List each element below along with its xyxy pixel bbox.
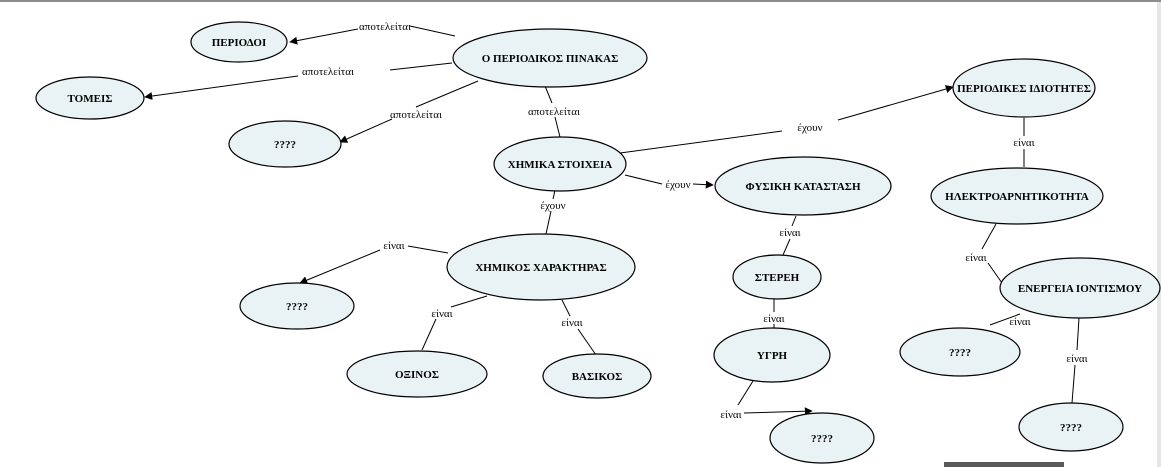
- edge-table-label-elements: [544, 85, 553, 104]
- link-label-consists-of: αποτελείται: [390, 109, 442, 121]
- node-basic[interactable]: ΒΑΣΙΚΟΣ: [542, 353, 652, 399]
- node-chemical-character[interactable]: ΧΗΜΙΚΟΣ ΧΑΡΑΚΤΗΡΑΣ: [446, 233, 636, 301]
- edge-liquid-label-unknown4: [737, 380, 754, 406]
- edge-label-sectors-arrow: [144, 75, 299, 100]
- node-liquid[interactable]: ΥΓΡΗ: [713, 327, 831, 383]
- node-chemical-elements[interactable]: ΧΗΜΙΚΑ ΣΤΟΙΧΕΙΑ: [493, 136, 627, 192]
- node-periods[interactable]: ΠΕΡΙΟΔΟΙ: [190, 21, 288, 63]
- link-label-is: είναι: [965, 252, 986, 264]
- node-label: ΕΝΕΡΓΕΙΑ ΙΟΝΤΙΣΜΟΥ: [1018, 283, 1142, 295]
- right-edge-scrollbar[interactable]: [1157, 2, 1161, 467]
- edge-label-periods-arrow: [289, 28, 359, 45]
- window-top-border: [0, 0, 1161, 2]
- link-label-have: έχουν: [540, 200, 565, 212]
- link-label-is: είναι: [383, 240, 404, 252]
- node-solid[interactable]: ΣΤΕΡΕΗ: [732, 254, 822, 300]
- edge-character-label-basic: [561, 299, 571, 317]
- link-label-is: είναι: [1009, 316, 1030, 328]
- link-label-have: έχουν: [665, 179, 690, 191]
- node-unknown-4[interactable]: ????: [769, 412, 875, 464]
- node-physical-state[interactable]: ΦΥΣΙΚΗ ΚΑΤΑΣΤΑΣΗ: [714, 156, 892, 216]
- node-label: ΠΕΡΙΟΔΟΙ: [212, 37, 267, 49]
- edge-table-label-unknown1: [415, 80, 479, 108]
- edge-label-state-arrow: [692, 180, 714, 189]
- edge-label-elements: [554, 116, 561, 138]
- link-label-have: έχουν: [797, 122, 822, 134]
- node-label: ΧΗΜΙΚΟΣ ΧΑΡΑΚΤΗΡΑΣ: [475, 262, 606, 274]
- link-labels: αποτελείται αποτελείται αποτελείται αποτ…: [302, 21, 1088, 421]
- edge-label-properties-arrow: [837, 85, 954, 121]
- link-label-consists-of: αποτελείται: [528, 106, 580, 118]
- node-unknown-5[interactable]: ????: [1018, 402, 1124, 452]
- node-label: ????: [811, 433, 833, 445]
- edge-label-unknown1-arrow: [339, 118, 393, 143]
- edge-label-ionization: [987, 262, 1003, 284]
- edge-elements-label-state: [624, 174, 663, 185]
- edge-ionization-label-unknown3: [989, 313, 1021, 326]
- edge-elements-label-properties: [619, 130, 783, 154]
- link-label-consists-of: αποτελείται: [302, 66, 354, 78]
- node-acidic[interactable]: ΟΞΙΝΟΣ: [346, 350, 488, 398]
- node-sectors[interactable]: ΤΟΜΕΙΣ: [35, 76, 145, 120]
- edge-label-character: [545, 210, 552, 235]
- node-periodic-properties[interactable]: ΠΕΡΙΟΔΙΚΕΣ ΙΔΙΟΤΗΤΕΣ: [952, 58, 1096, 118]
- edge-ionization-label-unknown5: [1076, 317, 1080, 351]
- node-label: ΒΑΣΙΚΟΣ: [572, 371, 623, 383]
- node-label: ΥΓΡΗ: [757, 350, 788, 362]
- edge-label-unknown5: [1071, 364, 1076, 404]
- node-label: ????: [286, 301, 308, 313]
- node-label: ΤΟΜΕΙΣ: [68, 93, 113, 105]
- link-label-is: είναι: [763, 313, 784, 325]
- node-label: ΠΕΡΙΟΔΙΚΕΣ ΙΔΙΟΤΗΤΕΣ: [957, 83, 1091, 95]
- link-label-is: είναι: [431, 308, 452, 320]
- edge-character-label-unknown2: [407, 245, 449, 254]
- edge-label-solid: [782, 238, 791, 256]
- edge-character-label-acidic: [450, 295, 488, 308]
- edge-table-label-sectors: [389, 62, 453, 71]
- bottom-toolbar-strip: [944, 462, 1064, 467]
- node-label: ΦΥΣΙΚΗ ΚΑΤΑΣΤΑΣΗ: [745, 181, 860, 193]
- node-label: ????: [1060, 422, 1082, 434]
- link-label-is: είναι: [720, 409, 741, 421]
- node-electronegativity[interactable]: ΗΛΕΚΤΡΟΑΡΝΗΤΙΚΟΤΗΤΑ: [930, 167, 1104, 225]
- edge-label-unknown4-arrow: [743, 407, 813, 416]
- node-label: ΗΛΕΚΤΡΟΑΡΝΗΤΙΚΟΤΗΤΑ: [945, 191, 1089, 203]
- link-label-is: είναι: [561, 317, 582, 329]
- node-unknown-2[interactable]: ????: [239, 282, 355, 330]
- edge-label-acidic: [421, 318, 437, 351]
- node-unknown-3[interactable]: ????: [899, 327, 1021, 377]
- edge-label-unknown2-arrow: [299, 249, 381, 284]
- node-periodic-table[interactable]: Ο ΠΕΡΙΟΔΙΚΟΣ ΠΙΝΑΚΑΣ: [452, 28, 648, 88]
- edges: [144, 25, 1080, 416]
- link-label-is: είναι: [779, 227, 800, 239]
- link-label-is: είναι: [1066, 353, 1087, 365]
- node-label: ΣΤΕΡΕΗ: [755, 272, 800, 284]
- edge-electro-label-ionization: [981, 223, 997, 250]
- edge-label-basic: [577, 328, 597, 356]
- node-label: ????: [949, 347, 971, 359]
- node-label: Ο ΠΕΡΙΟΔΙΚΟΣ ΠΙΝΑΚΑΣ: [482, 53, 619, 65]
- node-label: ΟΞΙΝΟΣ: [395, 369, 439, 381]
- link-label-consists-of: αποτελείται: [359, 21, 411, 33]
- node-label: ΧΗΜΙΚΑ ΣΤΟΙΧΕΙΑ: [508, 159, 613, 171]
- node-ionization-energy[interactable]: ΕΝΕΡΓΕΙΑ ΙΟΝΤΙΣΜΟΥ: [999, 257, 1161, 319]
- edge-state-label-solid: [791, 215, 797, 227]
- node-label: ????: [274, 139, 296, 151]
- edge-table-label-periods: [409, 25, 456, 37]
- link-label-is: είναι: [1013, 137, 1034, 149]
- node-unknown-1[interactable]: ????: [228, 120, 342, 168]
